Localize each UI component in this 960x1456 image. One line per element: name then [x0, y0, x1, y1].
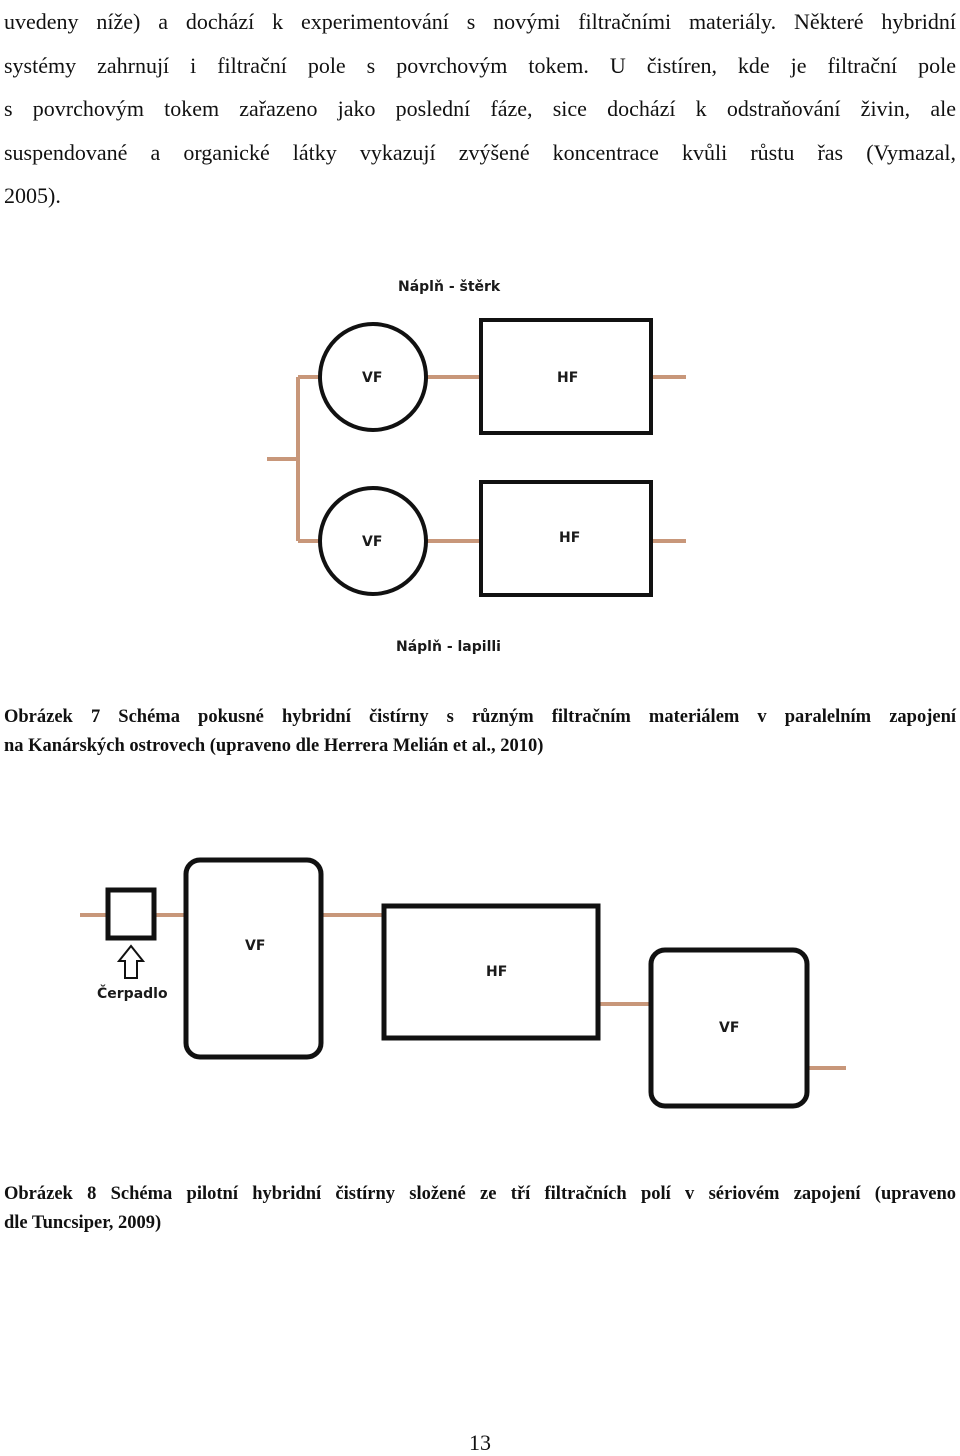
paragraph-line: s povrchovým tokem zařazeno jako posledn… — [4, 96, 956, 121]
vf2-box — [648, 947, 810, 1109]
hf-label: HF — [486, 964, 507, 980]
figure-7-svg: Náplň - štěrk VF HF VF HF Náplň - lapill… — [267, 279, 686, 655]
vf1-label: VF — [245, 938, 265, 954]
hf-bottom-label: HF — [559, 530, 580, 546]
paragraph-line: systémy zahrnují i filtrační pole s povr… — [4, 52, 956, 78]
pump-box — [105, 887, 157, 941]
paragraph-line: 2005). — [4, 183, 61, 208]
caption-line: dle Tuncsiper, 2009) — [4, 1213, 162, 1233]
vf-top-label: VF — [362, 370, 382, 386]
caption-line: Obrázek 7 Schéma pokusné hybridní čistír… — [4, 707, 956, 727]
hf-top-box — [479, 318, 653, 435]
hf-bottom-box — [479, 480, 653, 597]
figure-8-caption: Obrázek 8 Schéma pilotní hybridní čistír… — [4, 1180, 956, 1238]
hf-top-label: HF — [557, 370, 578, 386]
paragraph-line: suspendované a organické látky vykazují … — [4, 139, 956, 165]
fill-lapilli-label: Náplň - lapilli — [396, 639, 501, 655]
vf-top-circle — [318, 322, 428, 432]
pump-label: Čerpadlo — [97, 984, 168, 1002]
figure-7-diagram: Náplň - štěrk VF HF VF HF Náplň - lapill… — [0, 260, 960, 670]
paragraph-line: uvedeny níže) a dochází k experimentován… — [4, 9, 956, 34]
hf-box — [381, 903, 601, 1041]
caption-line: na Kanárských ostrovech (upraveno dle He… — [4, 736, 544, 756]
vf-bottom-label: VF — [362, 534, 382, 550]
figure-8-svg: VF HF VF Čerpadlo — [80, 857, 846, 1109]
vf-bottom-circle — [318, 486, 428, 596]
page-number: 13 — [469, 1430, 491, 1455]
figure-8-diagram: VF HF VF Čerpadlo — [0, 850, 960, 1115]
figure-7-caption: Obrázek 7 Schéma pokusné hybridní čistír… — [4, 703, 956, 761]
arrow-up-icon — [116, 944, 146, 979]
fill-gravel-label: Náplň - štěrk — [398, 279, 501, 295]
vf1-box — [183, 857, 324, 1060]
body-paragraph: uvedeny níže) a dochází k experimentován… — [4, 0, 956, 218]
vf2-label: VF — [719, 1020, 739, 1036]
caption-line: Obrázek 8 Schéma pilotní hybridní čistír… — [4, 1184, 956, 1204]
